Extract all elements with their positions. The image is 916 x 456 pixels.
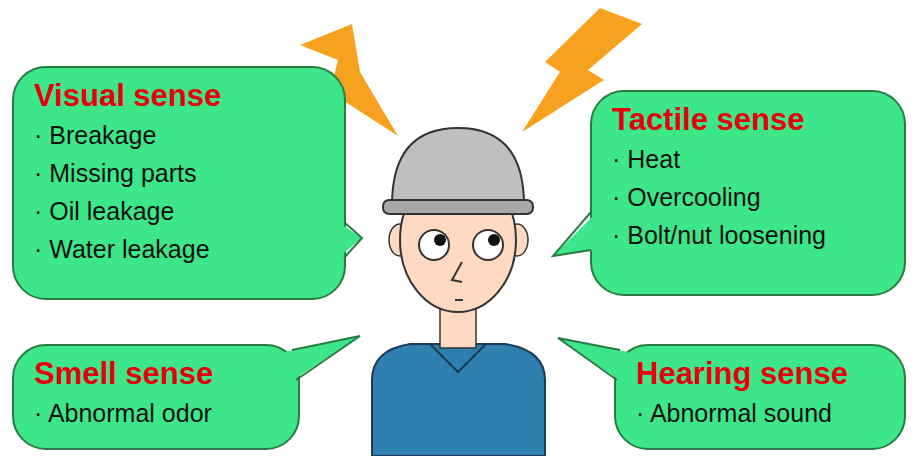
- worker-eye: [473, 230, 503, 260]
- speech-bubble: Smell sense· Abnormal odor: [12, 344, 300, 450]
- bubble-tail: [284, 336, 360, 382]
- check-item: · Overcooling: [612, 178, 888, 216]
- check-item: · Abnormal sound: [636, 394, 888, 432]
- sense-heading: Smell sense: [34, 354, 282, 394]
- worker-nose: [452, 262, 462, 282]
- worker-pupil: [488, 234, 500, 246]
- sense-heading: Tactile sense: [612, 100, 888, 140]
- check-item: · Abnormal odor: [34, 394, 282, 432]
- bubble-tail-outline: [553, 212, 591, 256]
- bubble-tail-outline: [344, 222, 362, 258]
- worker-shirt: [372, 344, 545, 456]
- speech-bubble: Hearing sense· Abnormal sound: [614, 344, 906, 450]
- check-item: · Oil leakage: [34, 192, 328, 230]
- check-item: · Heat: [612, 140, 888, 178]
- sense-heading: Hearing sense: [636, 354, 888, 394]
- bubble-tail: [553, 212, 597, 256]
- check-item: · Water leakage: [34, 230, 328, 268]
- hard-hat-brim: [383, 200, 533, 214]
- speech-bubble: Tactile sense· Heat· Overcooling· Bolt/n…: [590, 90, 906, 296]
- worker-mouth: [455, 299, 463, 301]
- bubble-tail: [558, 338, 628, 382]
- sense-heading: Visual sense: [34, 76, 328, 116]
- speech-bubble: Visual sense· Breakage· Missing parts· O…: [12, 66, 346, 300]
- bubble-tail: [338, 222, 362, 258]
- check-item: · Missing parts: [34, 154, 328, 192]
- bubble-tail-outline: [558, 338, 620, 380]
- worker-eye: [419, 230, 449, 260]
- check-item: · Breakage: [34, 116, 328, 154]
- hard-hat: [392, 128, 524, 205]
- worker-pupil: [434, 234, 446, 246]
- bubble-tail-outline: [292, 336, 360, 380]
- check-item: · Bolt/nut loosening: [612, 216, 888, 254]
